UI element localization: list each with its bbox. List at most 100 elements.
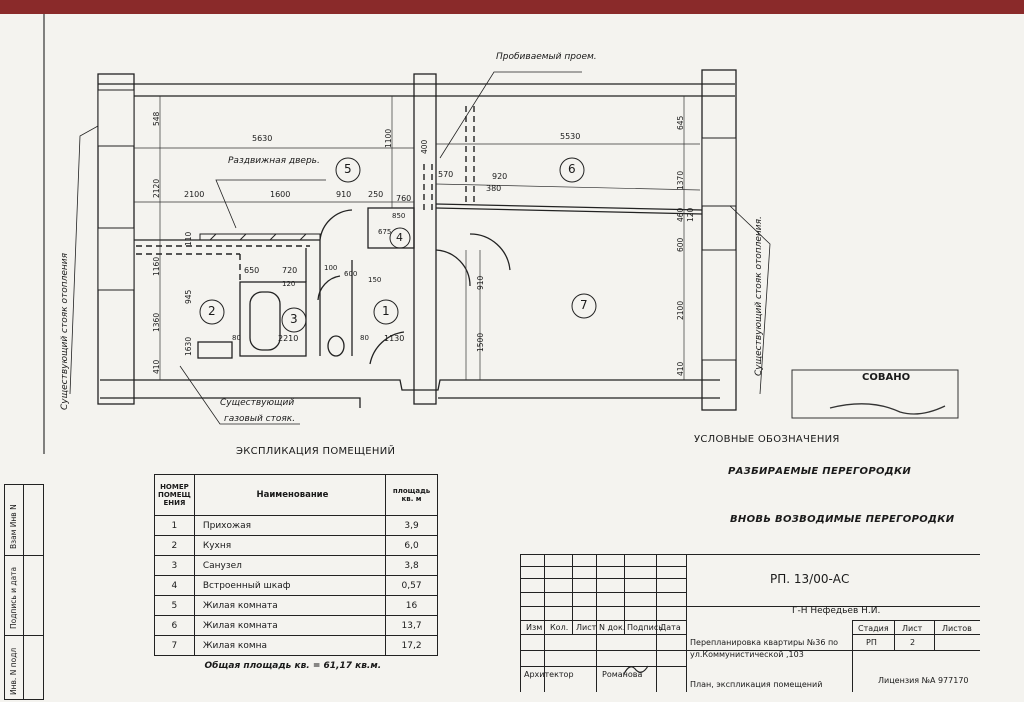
row-area: 13,7 [385, 615, 438, 636]
side-label-vzam: Взам Инв N [9, 504, 18, 549]
dimension-label: 2210 [278, 334, 299, 343]
label-probivaemy: Пробиваемый проем. [496, 52, 597, 62]
dimension-label: 110 [184, 231, 193, 246]
table-row: 6 Жилая комната 13,7 [154, 615, 438, 636]
row-num: 7 [154, 635, 195, 656]
dimension-label: 80 [360, 334, 369, 342]
project-line-2: ул.Коммунистической ,103 [690, 650, 804, 659]
dimension-label: 1130 [384, 334, 405, 343]
room-number: 1 [382, 304, 390, 318]
row-name: Встроенный шкаф [193, 575, 387, 596]
col-kol: Кол. [550, 623, 569, 632]
approval-stamp-text: СОВАНО [862, 372, 911, 383]
dimension-label: 650 [244, 266, 260, 275]
label-razdvizhnaya: Раздвижная дверь. [228, 156, 320, 166]
row-name: Прихожая [193, 515, 387, 536]
title-block: РП. 13/00-АС Г-Н Нефедьев Н.И. Изм Кол. … [520, 554, 980, 692]
list-header: Лист [902, 624, 923, 633]
stadia-header: Стадия [858, 624, 889, 633]
dimension-label: 910 [476, 275, 485, 290]
total-area: Общая площадь кв. = 61,17 кв.м. [204, 660, 382, 671]
dimension-label: 400 [420, 139, 429, 154]
row-name: Жилая комната [193, 595, 387, 616]
dimension-label: 120 [686, 207, 695, 222]
dimension-label: 760 [396, 194, 412, 203]
room-number: 3 [290, 312, 298, 326]
table-row: 4 Встроенный шкаф 0,57 [154, 575, 438, 596]
dimension-label: 2100 [184, 190, 205, 199]
dimension-label: 410 [152, 359, 161, 374]
dimension-label: 720 [282, 266, 298, 275]
col-list: Лист [576, 623, 597, 632]
explication-title: ЭКСПЛИКАЦИЯ ПОМЕЩЕНИЙ [236, 446, 396, 457]
dimension-label: 1630 [184, 336, 193, 356]
side-label-inv: Инв. N подл [9, 647, 18, 695]
col-num-header: НОМЕР ПОМЕЩ ЕНИЯ [154, 474, 195, 516]
dimension-label: 548 [152, 111, 161, 126]
label-stoyak-right: Существующий стояк отопления. [754, 216, 764, 376]
dimension-label: 850 [392, 212, 406, 220]
row-name: Жилая комна [193, 635, 387, 656]
total-row: Общая площадь кв. = 61,17 кв.м. [155, 656, 438, 676]
side-register-column: Взам Инв N Подпись и дата Инв. N подл [4, 484, 44, 700]
dimension-label: 5630 [252, 134, 273, 143]
room-number: 2 [208, 304, 216, 318]
doc-code: РП. 13/00-АС [770, 572, 850, 586]
dimension-label: 1360 [152, 312, 161, 332]
row-area: 17,2 [385, 635, 438, 656]
label-gaz-2: газовый стояк. [224, 414, 296, 424]
dimension-label: 570 [438, 170, 454, 179]
legend-title: УСЛОВНЫЕ ОБОЗНАЧЕНИЯ [694, 434, 840, 445]
room-number: 6 [568, 162, 576, 176]
sheet-title: План, экспликация помещений [690, 680, 823, 689]
table-row: 5 Жилая комната 16 [154, 595, 438, 616]
listov-header: Листов [942, 624, 972, 633]
room-number: 5 [344, 162, 352, 176]
dimension-label: 675 [378, 228, 392, 236]
dimension-label: 1370 [676, 170, 685, 190]
row-num: 3 [154, 555, 195, 576]
col-name-header: Наименование [193, 474, 387, 516]
room-number: 4 [396, 231, 403, 244]
architect-role: Архитектор [524, 670, 574, 679]
row-area: 3,9 [385, 515, 438, 536]
dimension-label: 120 [282, 280, 296, 288]
side-label-podpis: Подпись и дата [9, 566, 18, 629]
dimension-label: 645 [676, 115, 685, 130]
col-izm: Изм [526, 623, 543, 632]
dimension-label: 920 [492, 172, 508, 181]
explication-table: НОМЕР ПОМЕЩ ЕНИЯ Наименование площадь кв… [154, 474, 438, 675]
table-row: 2 Кухня 6,0 [154, 535, 438, 556]
floor-plan [43, 14, 959, 454]
dimension-label: 945 [184, 289, 193, 304]
room-number: 7 [580, 298, 588, 312]
dimension-label: 1160 [152, 256, 161, 276]
row-num: 4 [154, 575, 195, 596]
dimension-label: 460 [676, 207, 685, 222]
dimension-label: 600 [344, 270, 358, 278]
label-gaz-1: Существующий [220, 398, 295, 408]
dimension-label: 410 [676, 361, 685, 376]
row-num: 2 [154, 535, 195, 556]
project-line-1: Перепланировка квартиры №36 по [690, 638, 839, 647]
row-area: 0,57 [385, 575, 438, 596]
row-num: 6 [154, 615, 195, 636]
col-podpis: Подпись [627, 623, 663, 632]
row-area: 3,8 [385, 555, 438, 576]
dimension-label: 600 [676, 237, 685, 252]
label-stoyak-left: Существующий стояк отопления [60, 252, 70, 410]
dimension-label: 1100 [384, 128, 393, 148]
dimension-label: 380 [486, 184, 502, 193]
col-data: Дата [660, 623, 681, 632]
dimension-label: 2100 [676, 300, 685, 320]
row-name: Жилая комната [193, 615, 387, 636]
table-row: 7 Жилая комна 17,2 [154, 635, 438, 656]
legend-item-new: ВНОВЬ ВОЗВОДИМЫЕ ПЕРЕГОРОДКИ [730, 514, 955, 525]
dimension-label: 2120 [152, 178, 161, 198]
row-name: Кухня [193, 535, 387, 556]
license: Лицензия №А 977170 [878, 676, 969, 685]
doc-owner: Г-Н Нефедьев Н.И. [792, 606, 881, 616]
dimension-label: 250 [368, 190, 384, 199]
drawing-sheet: Пробиваемый проем. Раздвижная дверь. Сущ… [0, 14, 1024, 702]
row-area: 6,0 [385, 535, 438, 556]
